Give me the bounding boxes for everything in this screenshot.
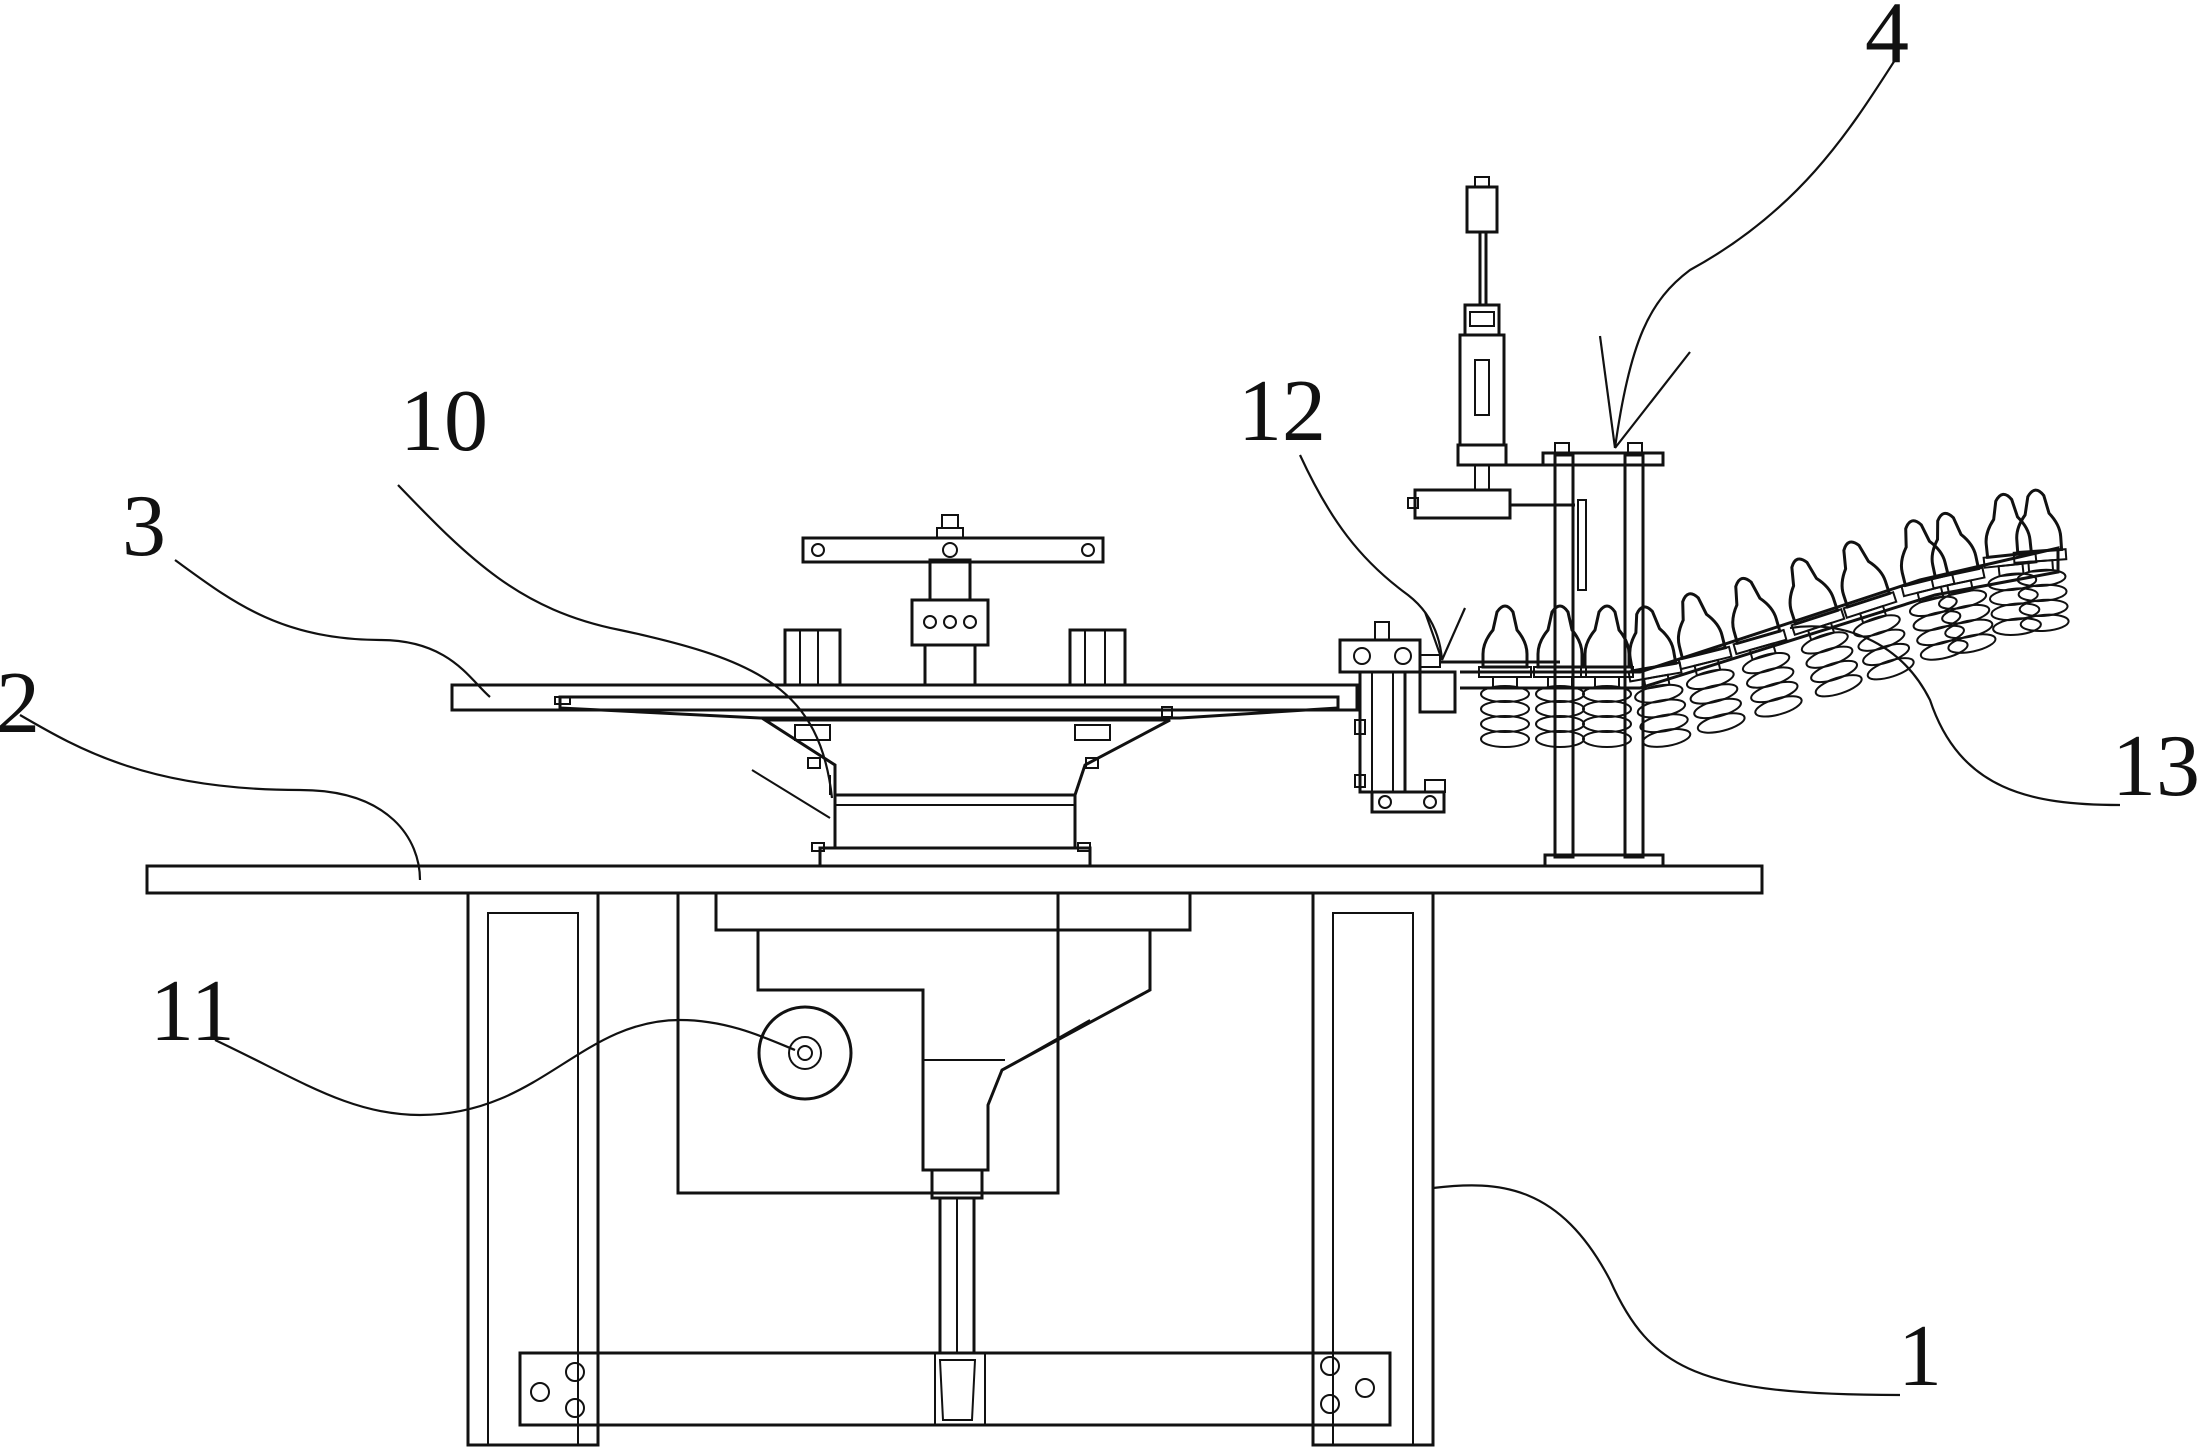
leader-lines — [19, 59, 2121, 1397]
callout-1: 1 — [1898, 1308, 1942, 1405]
press-unit — [1407, 176, 1665, 868]
callout-11: 11 — [150, 963, 235, 1060]
lamp-1 — [1478, 604, 1532, 748]
callout-4: 4 — [1865, 0, 1909, 82]
table-top — [145, 864, 1764, 895]
turntable-base — [751, 718, 1171, 868]
lamp-10 — [1930, 511, 1997, 654]
drive-housing — [676, 891, 1192, 1355]
lamp-2 — [1533, 604, 1587, 748]
lamp-12 — [2012, 488, 2070, 632]
lamp-7 — [1788, 557, 1863, 698]
lamp-11 — [1982, 492, 2042, 636]
lamp-8 — [1840, 540, 1915, 681]
lamp-6 — [1731, 576, 1803, 718]
callout-12: 12 — [1238, 363, 1326, 460]
callout-labels: 1 2 3 4 10 11 12 13 — [0, 0, 2200, 1405]
lamp-row — [1478, 488, 2070, 748]
callout-13: 13 — [2112, 718, 2200, 815]
transfer-clamp — [1338, 621, 1560, 814]
lamp-9 — [1899, 519, 1969, 661]
callout-2: 2 — [0, 655, 40, 752]
lamp-5 — [1676, 592, 1746, 734]
callout-3: 3 — [122, 478, 166, 575]
callout-10: 10 — [400, 373, 488, 470]
rotary-plate — [450, 514, 1359, 720]
lamp-4 — [1627, 605, 1692, 748]
